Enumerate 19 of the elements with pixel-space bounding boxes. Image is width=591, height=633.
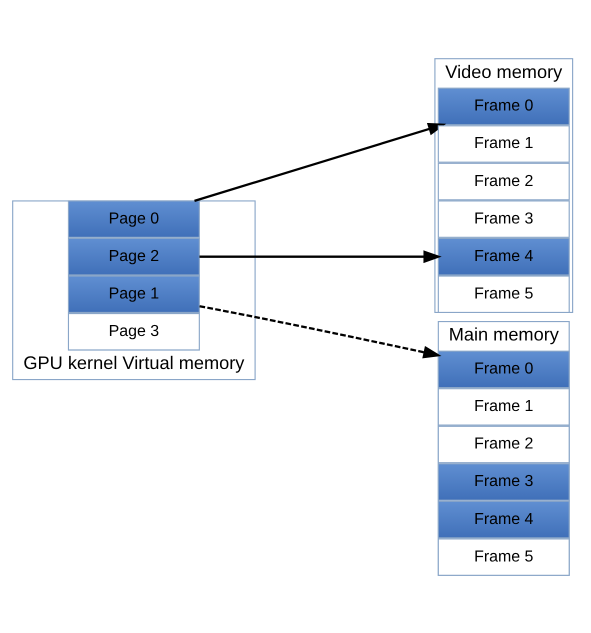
arrow xyxy=(199,250,442,263)
node-box: Frame 2 xyxy=(438,425,570,463)
node-box: Frame 2 xyxy=(438,162,570,200)
node-box: Page 2 xyxy=(68,237,200,275)
node-box: Frame 1 xyxy=(438,124,570,162)
node-box: Frame 0 xyxy=(438,87,570,125)
arrow xyxy=(199,304,442,358)
node-box: Frame 0 xyxy=(438,350,570,388)
node-box: Frame 3 xyxy=(438,200,570,238)
node-box: Frame 3 xyxy=(438,462,570,500)
node-box: Frame 5 xyxy=(438,274,570,313)
node-box: Frame 5 xyxy=(438,538,570,576)
node-box: Frame 1 xyxy=(438,388,570,426)
arrow xyxy=(194,122,446,202)
node-box: Frame 4 xyxy=(438,237,570,275)
node-box: Frame 4 xyxy=(438,500,570,538)
node-box: Page 3 xyxy=(68,312,200,350)
node-box: Page 0 xyxy=(68,200,200,238)
node-box: Page 1 xyxy=(68,274,200,313)
